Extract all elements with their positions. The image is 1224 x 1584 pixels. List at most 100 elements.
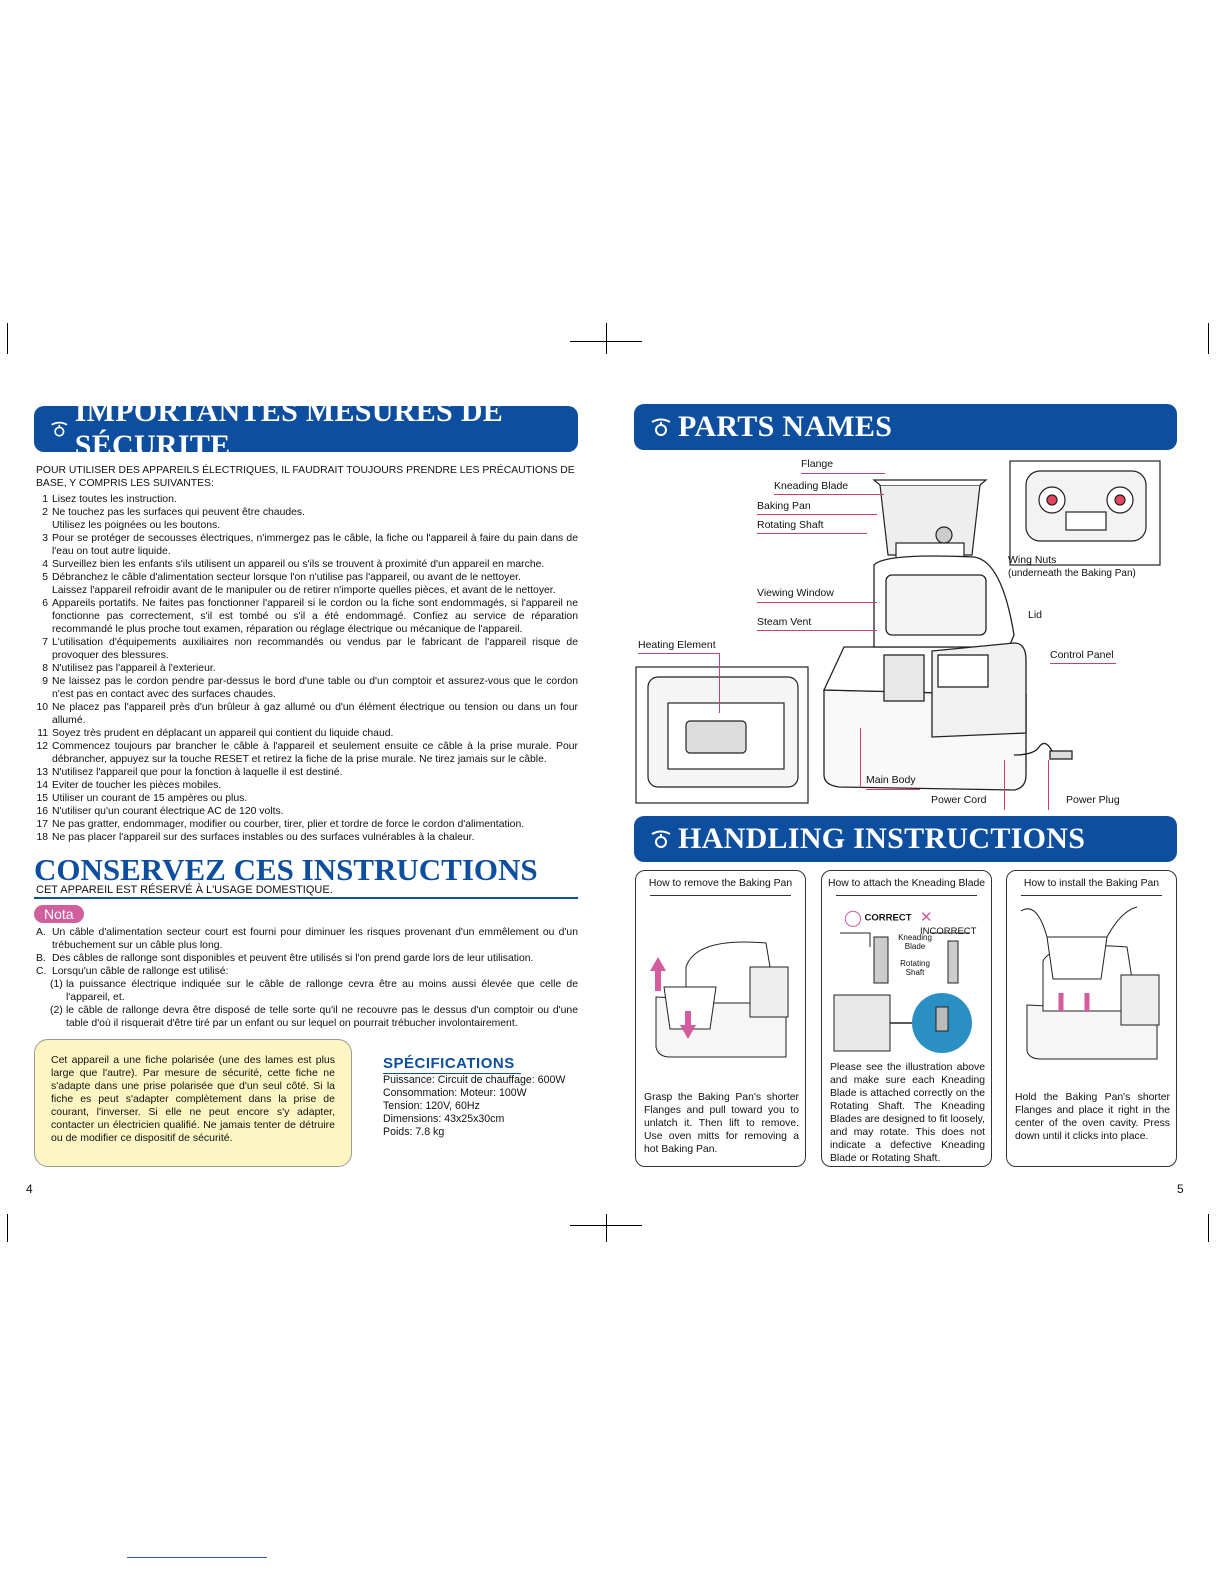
spec-line: Poids: 7.8 kg xyxy=(383,1126,445,1138)
conserve-title: CONSERVEZ CES INSTRUCTIONS xyxy=(34,852,538,887)
nota-text: le câble de rallonge devra être disposé … xyxy=(66,1005,578,1029)
rule-text: Ne laissez pas le cordon pendre par-dess… xyxy=(52,676,578,700)
rule-number: 10 xyxy=(36,702,48,713)
nota-item: A.Un câble d'alimentation secteur court … xyxy=(36,926,578,952)
handling-install-title: How to install the Baking Pan xyxy=(1023,878,1160,889)
crop-mark xyxy=(570,1225,642,1226)
leader-line xyxy=(719,653,720,713)
crop-mark xyxy=(1208,1214,1209,1242)
crop-mark xyxy=(7,323,8,354)
rule-text: Eviter de toucher les pièces mobiles. xyxy=(52,780,222,791)
rule-text: Lisez toutes les instruction. xyxy=(52,494,177,505)
rule-text: Commencez toujours par brancher le câble… xyxy=(52,741,578,765)
safety-rule: 4 Surveillez bien les enfants s'ils utili… xyxy=(36,558,578,571)
crop-mark xyxy=(7,1214,8,1242)
blade-attach-illustration xyxy=(833,932,972,1053)
label-wing-nuts: Wing Nuts xyxy=(1008,554,1057,566)
label-viewing-window: Viewing Window xyxy=(757,587,834,599)
handling-remove-title: How to remove the Baking Pan xyxy=(648,878,793,889)
nota-badge: Nota xyxy=(34,905,84,924)
rule-text: N'utilisez pas l'appareil à l'exterieur. xyxy=(52,663,216,674)
divider xyxy=(650,895,791,896)
leader-line xyxy=(1050,663,1116,664)
handling-attach-text: Please see the illustration above and ma… xyxy=(830,1062,985,1164)
parts-title: PARTS NAMES xyxy=(678,410,893,443)
rule-subtext: Laissez l'appareil refroidir avant de le… xyxy=(52,585,556,596)
crop-mark xyxy=(1208,323,1209,354)
safety-rule: 5 Débranchez le câble d'alimentation sect… xyxy=(36,571,578,597)
brand-logo-icon xyxy=(651,418,671,436)
leader-line xyxy=(638,653,720,654)
safety-rule: 1 Lisez toutes les instruction. xyxy=(36,493,578,506)
page-number-right: 5 xyxy=(1177,1182,1184,1196)
leader-line xyxy=(801,473,885,474)
label-steam-vent: Steam Vent xyxy=(757,616,812,628)
brand-logo-icon xyxy=(51,421,68,437)
rule-number: 14 xyxy=(36,780,48,791)
leader-line xyxy=(1048,760,1049,810)
label-power-cord: Power Cord xyxy=(931,794,987,806)
rule-number: 6 xyxy=(42,598,48,609)
spec-line: Dimensions: 43x25x30cm xyxy=(383,1113,505,1125)
rule-text: Surveillez bien les enfants s'ils utilis… xyxy=(52,559,545,570)
label-rotating-shaft: Rotating Shaft xyxy=(757,519,824,531)
safety-rule: 8 N'utilisez pas l'appareil à l'exterieur… xyxy=(36,662,578,675)
safety-rule: 14 Eviter de toucher les pièces mobiles. xyxy=(36,779,578,792)
incorrect-label: INCORRECT xyxy=(920,926,977,937)
handling-banner: HANDLING INSTRUCTIONS xyxy=(634,816,1177,862)
rule-text: Débranchez le câble d'alimentation secte… xyxy=(52,572,521,583)
label-control-panel: Control Panel xyxy=(1050,649,1114,661)
leader-line xyxy=(866,789,920,790)
page-number-left: 4 xyxy=(26,1182,33,1196)
rule-text: N'utilisez l'appareil que pour la foncti… xyxy=(52,767,343,778)
rule-text: Ne touchez pas les surfaces qui peuvent … xyxy=(52,507,305,518)
rule-number: 3 xyxy=(42,533,48,544)
parts-banner: PARTS NAMES xyxy=(634,404,1177,450)
polarized-plug-box: Cet appareil a une fiche polarisée (une … xyxy=(34,1039,352,1167)
rule-number: 1 xyxy=(42,494,48,505)
handling-remove-pan: How to remove the Baking Pan Grasp the B… xyxy=(635,870,806,1167)
incorrect-indicator: ✕ INCORRECT xyxy=(920,908,991,937)
leader-line xyxy=(757,602,877,603)
safety-intro: POUR UTILISER DES APPAREILS ÉLECTRIQUES,… xyxy=(36,465,575,489)
crop-mark xyxy=(570,341,642,342)
nota-item: C.Lorsqu'un câble de rallonge est utilis… xyxy=(36,965,578,978)
nota-text: Un câble d'alimentation secteur court es… xyxy=(52,927,578,951)
safety-rule: 17 Ne pas gratter, endommager, modifier o… xyxy=(36,818,578,831)
divider xyxy=(1021,895,1162,896)
nota-text: Lorsqu'un câble de rallonge est utilisé: xyxy=(52,966,229,977)
rule-number: 5 xyxy=(42,572,48,583)
nota-marker: (1) xyxy=(50,979,63,990)
rule-number: 11 xyxy=(37,728,48,739)
baking-pan-illustration xyxy=(872,479,988,562)
heating-element-detail xyxy=(635,666,809,804)
rule-number: 4 xyxy=(42,559,48,570)
kneading-blade-label: Kneading Blade xyxy=(898,933,932,951)
rule-number: 9 xyxy=(42,676,48,687)
rule-number: 8 xyxy=(42,663,48,674)
rule-text: Ne pas gratter, endommager, modifier ou … xyxy=(52,819,525,830)
brand-logo-icon xyxy=(651,830,671,848)
polarized-text: Cet appareil a une fiche polarisée (une … xyxy=(51,1054,335,1144)
rule-text: Utiliser un courant de 15 ampères ou plu… xyxy=(52,793,248,804)
nota-item: B.Des câbles de rallonge sont disponible… xyxy=(36,952,578,965)
handling-install-text: Hold the Baking Pan's shorter Flanges an… xyxy=(1015,1092,1170,1142)
rule-number: 16 xyxy=(36,806,48,817)
rule-text: Pour se protéger de secousses électrique… xyxy=(52,533,578,557)
handling-attach-blade: How to attach the Kneading Blade ◯ CORRE… xyxy=(821,870,992,1167)
nota-list: A.Un câble d'alimentation secteur court … xyxy=(36,926,578,1030)
label-main-body: Main Body xyxy=(866,774,916,786)
spec-line: Consommation: Moteur: 100W xyxy=(383,1087,527,1099)
safety-rule: 3 Pour se protéger de secousses électriqu… xyxy=(36,532,578,558)
bread-machine-illustration xyxy=(822,555,1073,791)
handling-title: HANDLING INSTRUCTIONS xyxy=(678,822,1086,855)
nota-label: Nota xyxy=(34,905,84,923)
rule-subtext: Utilisez les poignées ou les boutons. xyxy=(52,520,221,531)
rule-text: Appareils portatifs. Ne faites pas fonct… xyxy=(52,598,578,635)
rule-number: 17 xyxy=(36,819,48,830)
rule-number: 12 xyxy=(36,741,48,752)
